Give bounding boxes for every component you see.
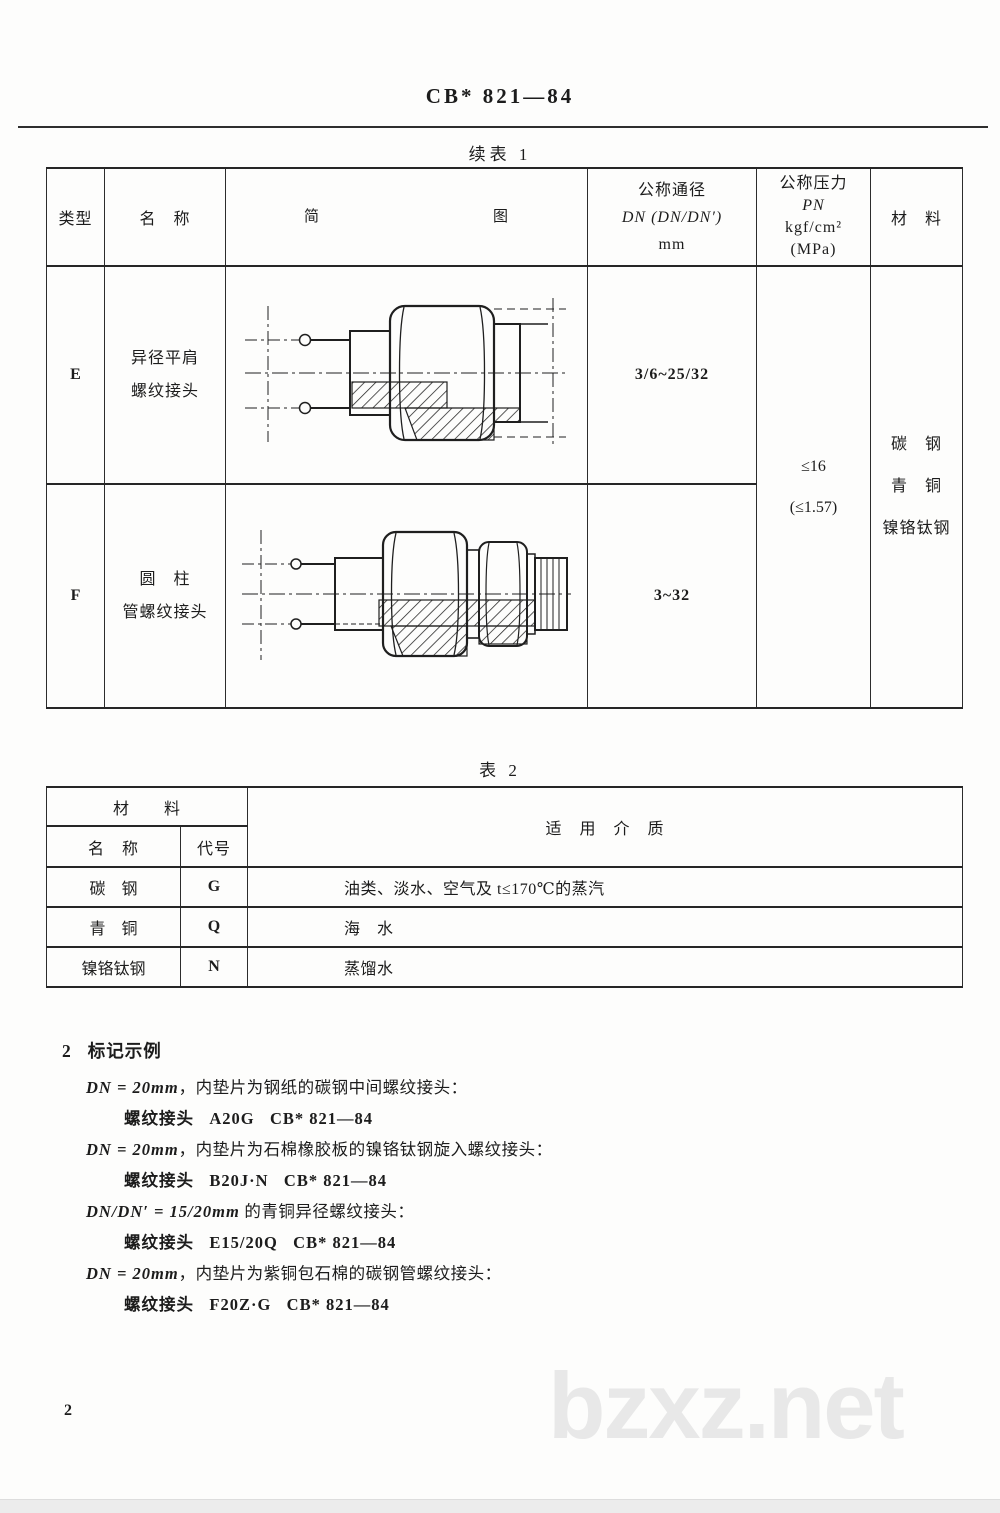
diagram-e-drawing (244, 297, 569, 448)
example2-description: DN = 20mm，内垫片为石棉橡胶板的镍铬钛钢旋入螺纹接头： (86, 1140, 553, 1159)
t1-pn-value: ≤16 (≤1.57) (756, 265, 871, 709)
t2-row1-code: G (179, 866, 249, 908)
example4-designation: 螺纹接头 F20Z·G CB* 821—84 (124, 1295, 390, 1314)
t2-row3-name: 镍铬钛钢 (46, 946, 181, 988)
t2-header-medium: 适 用 介 质 (247, 786, 964, 868)
table1-row-f: F 圆 柱 管螺纹接头 (46, 483, 963, 709)
t1-row-e-name: 异径平肩 螺纹接头 (104, 265, 226, 485)
t2-row3-medium: 蒸馏水 (247, 946, 964, 988)
example1-description: DN = 20mm，内垫片为钢纸的碳钢中间螺纹接头： (86, 1078, 468, 1097)
table1-continued: 类型 名 称 简 图 公称通径 DN (DN/DN′) mm 公称压力 PN k… (46, 167, 963, 709)
example3-description: DN/DN′ = 15/20mm 的青铜异径螺纹接头： (86, 1202, 415, 1221)
t1-header-type: 类型 (46, 167, 105, 267)
t2-header-material: 材 料 (45, 786, 249, 827)
section2-number: 2 (62, 1041, 72, 1061)
t1-header-diagram-char2: 图 (492, 209, 509, 225)
t1-header-pn: 公称压力 PN kgf/cm² (MPa) (756, 167, 871, 267)
table1-row-e: E 异径平肩 螺纹接头 (46, 265, 963, 709)
example2-designation: 螺纹接头 B20J·N CB* 821—84 (124, 1171, 387, 1190)
section2-title: 标记示例 (87, 1041, 162, 1061)
diagram-f-pipe-thread-union (225, 483, 588, 709)
t2-row1-medium: 油类、淡水、空气及 t≤170℃的蒸汽 (247, 866, 964, 908)
t1-header-diagram: 简 图 (225, 167, 588, 267)
diagram-e-reducing-shoulder-union (225, 265, 588, 485)
table2-header-row1: 材 料 适 用 介 质 (45, 786, 964, 868)
table2-materials: 材 料 适 用 介 质 名 称 代号 碳 钢 G 油类、淡水、空气及 t≤170… (45, 786, 964, 988)
t2-row1-name: 碳 钢 (46, 866, 181, 908)
t2-row2-medium: 海 水 (247, 906, 964, 948)
example4-description: DN = 20mm，内垫片为紫铜包石棉的碳钢管螺纹接头： (86, 1264, 502, 1283)
t2-row2-code: Q (179, 906, 249, 948)
t1-row-f-name: 圆 柱 管螺纹接头 (104, 483, 226, 709)
t2-row2-name: 青 铜 (46, 906, 181, 948)
header-rule (18, 126, 988, 128)
example3-designation: 螺纹接头 E15/20Q CB* 821—84 (124, 1233, 397, 1252)
t1-header-material: 材 料 (870, 167, 963, 267)
standard-code: CB* 821—84 (425, 84, 575, 108)
table2-row-bronze: 青 铜 Q 海 水 (46, 906, 964, 948)
t1-row-f-dn: 3~32 (587, 483, 757, 709)
t2-row3-code: N (179, 946, 249, 988)
t1-header-diagram-char1: 简 (304, 209, 321, 225)
table2-title: 表 2 (479, 761, 521, 780)
t1-header-name: 名 称 (104, 167, 226, 267)
t1-row-e-type: E (46, 265, 105, 485)
watermark: bzxz.net (548, 1353, 905, 1458)
table2-header-row2: 名 称 代号 (46, 825, 963, 868)
t2-header-code: 代号 (179, 825, 249, 868)
scan-bottom-edge (0, 1499, 1000, 1513)
example1-designation: 螺纹接头 A20G CB* 821—84 (124, 1109, 374, 1128)
section-marking-examples: 2 标记示例 DN = 20mm，内垫片为钢纸的碳钢中间螺纹接头： 螺纹接头 A2… (62, 1038, 942, 1320)
diagram-f-drawing (242, 529, 571, 660)
table2-row-carbon-steel: 碳 钢 G 油类、淡水、空气及 t≤170℃的蒸汽 (46, 866, 964, 908)
t1-material-value: 碳 钢 青 铜 镍铬钛钢 (870, 265, 963, 709)
table1-header-row: 类型 名 称 简 图 公称通径 DN (DN/DN′) mm 公称压力 PN k… (46, 167, 963, 267)
t1-row-e-dn: 3/6~25/32 (587, 265, 757, 485)
section2-heading: 2 标记示例 (62, 1038, 942, 1063)
table1-title: 续表 1 (468, 145, 532, 164)
t1-row-f-type: F (46, 483, 105, 709)
t1-header-dn: 公称通径 DN (DN/DN′) mm (587, 167, 757, 267)
page-number: 2 (64, 1402, 72, 1419)
t2-header-name: 名 称 (46, 825, 181, 868)
table2-row-nickel-chrome-titanium-steel: 镍铬钛钢 N 蒸馏水 (46, 946, 964, 988)
